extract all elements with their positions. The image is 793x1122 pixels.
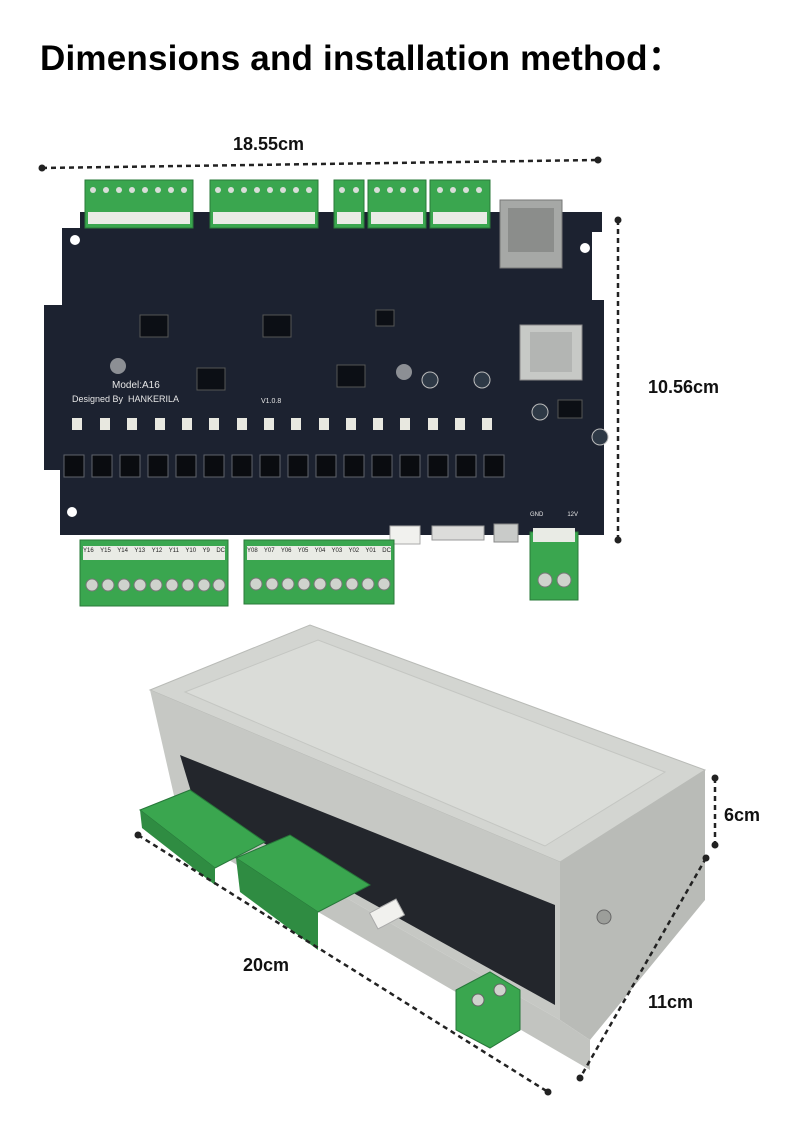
output-label: Y15 [100, 548, 111, 554]
power-label-gnd: GND [530, 512, 544, 518]
output-label: Y05 [297, 548, 309, 554]
board-height-label: 10.56cm [648, 377, 720, 397]
board-version-label: V1.0.8 [261, 398, 282, 405]
case-length-label: 20cm [243, 955, 290, 975]
board-designer-label: Designed By HANKERILA [72, 394, 180, 404]
board-model-label: Model:A16 [112, 380, 160, 391]
board-height-dimension-line [614, 216, 622, 544]
output-labels-right: Y08 Y07 Y06 Y05 Y04 Y03 Y02 Y01 DC [247, 548, 391, 554]
page-title: Dimensions and installation method： [40, 39, 683, 78]
case-depth-dimension-line [576, 854, 710, 1082]
output-label: Y14 [117, 548, 128, 554]
output-label: Y03 [331, 548, 343, 554]
din-rail-case [139, 624, 707, 1070]
output-label: Y11 [168, 548, 179, 554]
pcb-board [44, 199, 609, 545]
bottom-terminal-blocks [79, 528, 579, 607]
output-label: Y16 [83, 548, 94, 554]
output-label: Y9 [202, 548, 210, 554]
case-height-label: 6cm [724, 805, 761, 825]
output-label: Y12 [151, 548, 163, 554]
board-width-label: 18.55cm [233, 134, 305, 154]
output-label: Y10 [185, 548, 197, 554]
case-length-dimension-line [134, 831, 552, 1096]
case-height-dimension-line [711, 774, 719, 849]
output-label: Y01 [365, 548, 377, 554]
output-label: DC [382, 548, 391, 554]
case-depth-label: 11cm [648, 992, 694, 1012]
power-label-12v: 12V [567, 512, 578, 518]
output-label: Y02 [348, 548, 360, 554]
output-label: Y08 [247, 548, 258, 554]
output-label: Y04 [314, 548, 326, 554]
top-terminal-blocks [84, 179, 491, 229]
output-labels-left: Y16 Y15 Y14 Y13 Y12 Y11 Y10 Y9 DC [83, 548, 225, 554]
output-label: Y13 [134, 548, 146, 554]
output-label: Y07 [263, 548, 275, 554]
power-labels: GND 12V [530, 512, 578, 518]
board-width-dimension-line [38, 156, 602, 172]
output-label: DC [216, 548, 225, 554]
output-label: Y06 [280, 548, 292, 554]
